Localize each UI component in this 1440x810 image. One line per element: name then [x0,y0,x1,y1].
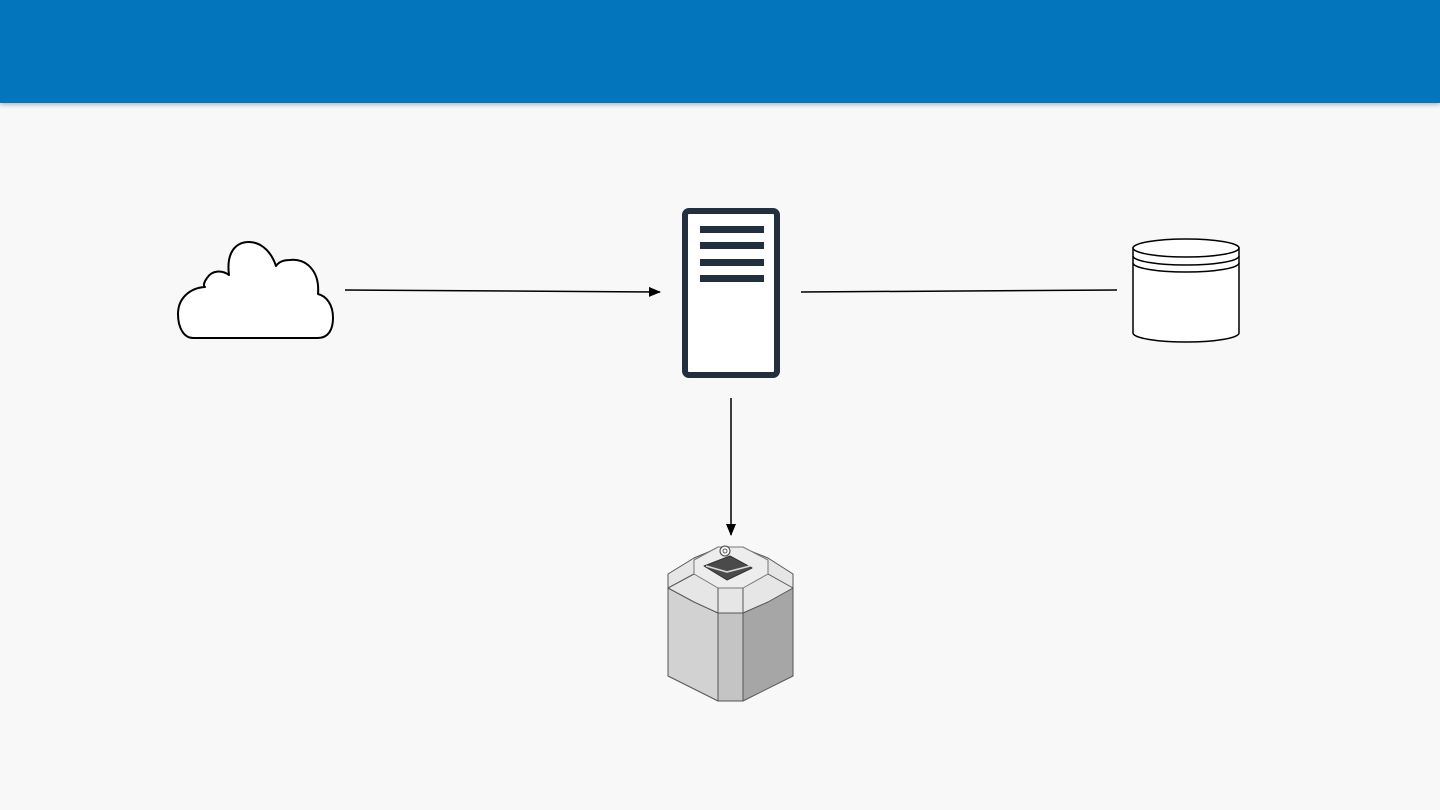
database-cylinder-icon [1132,238,1240,343]
server-document-icon [682,208,780,378]
header-bar [0,0,1440,103]
cloud-icon [177,241,334,339]
edge-cloud-to-server [344,286,661,297]
mail-server-icon [667,545,794,702]
edge-server-to-database [800,289,1118,293]
